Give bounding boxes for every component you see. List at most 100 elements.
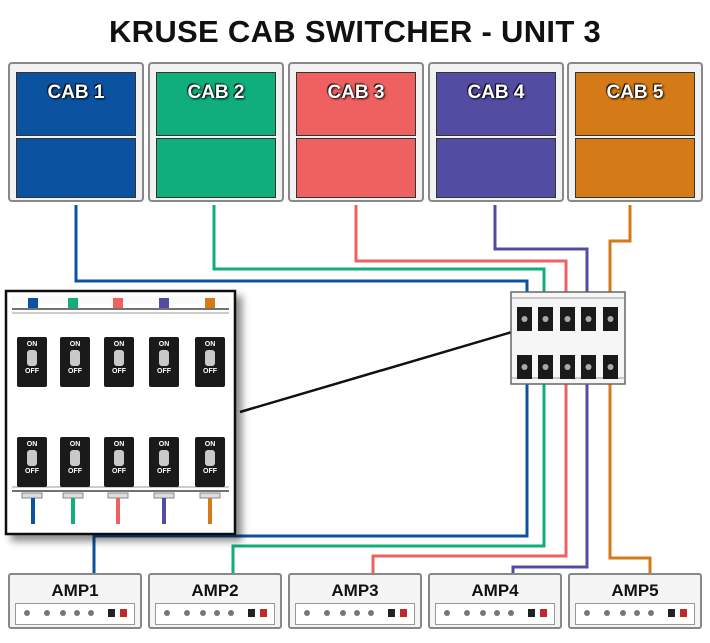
cab-1: CAB 1 [8,62,144,202]
knob-icon [494,610,500,616]
cab-2-label: CAB 2 [187,82,245,103]
amp-1-label: AMP1 [51,581,99,600]
toggle-on-label: ON [204,341,216,348]
knob-icon [464,610,470,616]
amp-2: AMP2 [148,573,282,629]
cab-5-lower-panel [575,138,695,198]
toggle-off-label: OFF [157,468,171,475]
amp-2-control-panel [155,603,275,625]
toggle-on-label: ON [26,441,38,448]
cab-3-upper-panel [296,72,416,136]
toggle-off-label: OFF [68,468,82,475]
power-switch-icon [248,609,255,617]
amp-2-label: AMP2 [191,581,239,600]
knob-icon [634,610,640,616]
wire-amp3-out [371,383,568,588]
inset-toggle-top-5[interactable]: ON OFF [195,337,225,387]
amp-4-control-panel [435,603,555,625]
toggle-lever-icon [114,450,124,466]
amp-5-label: AMP5 [611,581,659,600]
switcher-unit-enlarged [4,289,237,536]
knob-icon [44,610,50,616]
standby-switch-icon [260,609,267,617]
amp-4-label: AMP4 [471,581,519,600]
standby-switch-icon [680,609,687,617]
toggle-on-label: ON [204,441,216,448]
knob-icon [508,610,514,616]
knob-icon [164,610,170,616]
inset-toggle-bottom-4[interactable]: ON OFF [149,437,179,487]
toggle-off-label: OFF [25,368,39,375]
knob-icon [340,610,346,616]
cab-3-label: CAB 3 [327,82,385,103]
toggle-off-label: OFF [112,468,126,475]
toggle-lever-icon [27,450,37,466]
knob-icon [184,610,190,616]
knob-icon [60,610,66,616]
knob-icon [444,610,450,616]
wire-cab3-in [354,205,568,296]
standby-switch-icon [120,609,127,617]
inset-toggle-top-2[interactable]: ON OFF [60,337,90,387]
toggle-off-label: OFF [112,368,126,375]
amp-3: AMP3 [288,573,422,629]
knob-icon [228,610,234,616]
small-toggle-bottom-4 [581,355,596,379]
wire-cab4-in [493,205,589,296]
cab-2-lower-panel [156,138,276,198]
small-toggle-top-5 [603,307,618,331]
switcher-unit-small [510,291,626,385]
toggle-lever-icon [70,450,80,466]
toggle-lever-icon [27,350,37,366]
small-toggle-top-3 [560,307,575,331]
knob-icon [584,610,590,616]
knob-icon [648,610,654,616]
amp-3-control-panel [295,603,415,625]
toggle-on-label: ON [26,341,38,348]
inset-toggle-bottom-3[interactable]: ON OFF [104,437,134,487]
wire-cab5-in [608,205,632,296]
knob-icon [214,610,220,616]
knob-icon [304,610,310,616]
inset-jack-top-4 [159,298,169,308]
toggle-off-label: OFF [203,368,217,375]
toggle-lever-icon [159,450,169,466]
knob-icon [368,610,374,616]
amp-4: AMP4 [428,573,562,629]
cab-5: CAB 5 [567,62,703,202]
toggle-on-label: ON [113,441,125,448]
amp-3-label: AMP3 [331,581,379,600]
toggle-off-label: OFF [25,468,39,475]
knob-icon [200,610,206,616]
amp-1: AMP1 [8,573,142,629]
cab-1-upper-panel [16,72,136,136]
toggle-lever-icon [70,350,80,366]
cab-4-label: CAB 4 [467,82,525,103]
wire-cab1-in [74,205,529,296]
power-switch-icon [528,609,535,617]
knob-icon [324,610,330,616]
inset-toggle-bottom-5[interactable]: ON OFF [195,437,225,487]
inset-toggle-top-3[interactable]: ON OFF [104,337,134,387]
inset-toggle-top-1[interactable]: ON OFF [17,337,47,387]
cab-5-upper-panel [575,72,695,136]
power-switch-icon [668,609,675,617]
small-toggle-bottom-2 [538,355,553,379]
inset-jack-top-3 [113,298,123,308]
knob-icon [24,610,30,616]
small-toggle-top-2 [538,307,553,331]
wire-amp5-out [608,383,652,588]
cab-3: CAB 3 [288,62,424,202]
inset-toggle-bottom-1[interactable]: ON OFF [17,437,47,487]
toggle-off-label: OFF [203,468,217,475]
toggle-on-label: ON [158,441,170,448]
cab-4-lower-panel [436,138,556,198]
toggle-lever-icon [205,350,215,366]
small-toggle-bottom-5 [603,355,618,379]
inset-toggle-bottom-2[interactable]: ON OFF [60,437,90,487]
amp-5: AMP5 [568,573,702,629]
standby-switch-icon [400,609,407,617]
inset-toggle-top-4[interactable]: ON OFF [149,337,179,387]
toggle-on-label: ON [158,341,170,348]
